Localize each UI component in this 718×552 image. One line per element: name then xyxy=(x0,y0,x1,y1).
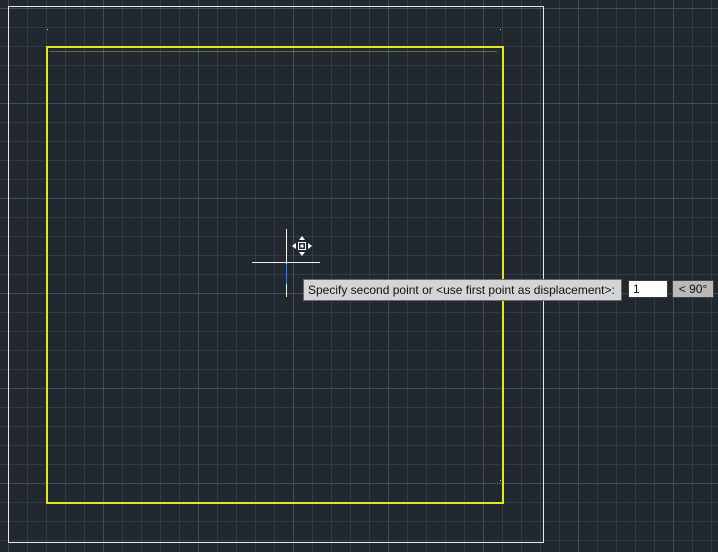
inner-rectangle-selected[interactable] xyxy=(46,46,504,504)
inner-rectangle-preview xyxy=(49,51,497,500)
distance-input[interactable] xyxy=(628,280,668,298)
grip-point xyxy=(47,29,48,30)
outer-rectangle[interactable] xyxy=(8,6,544,543)
grip-point xyxy=(500,480,501,481)
command-prompt-tooltip: Specify second point or <use first point… xyxy=(303,279,622,301)
crosshair-vertical xyxy=(286,229,287,297)
move-grip-icon xyxy=(292,236,312,256)
grip-point xyxy=(500,29,501,30)
grip-point xyxy=(47,480,48,481)
angle-readout[interactable]: < 90° xyxy=(672,280,714,298)
crosshair-axis-indicator xyxy=(286,264,287,284)
